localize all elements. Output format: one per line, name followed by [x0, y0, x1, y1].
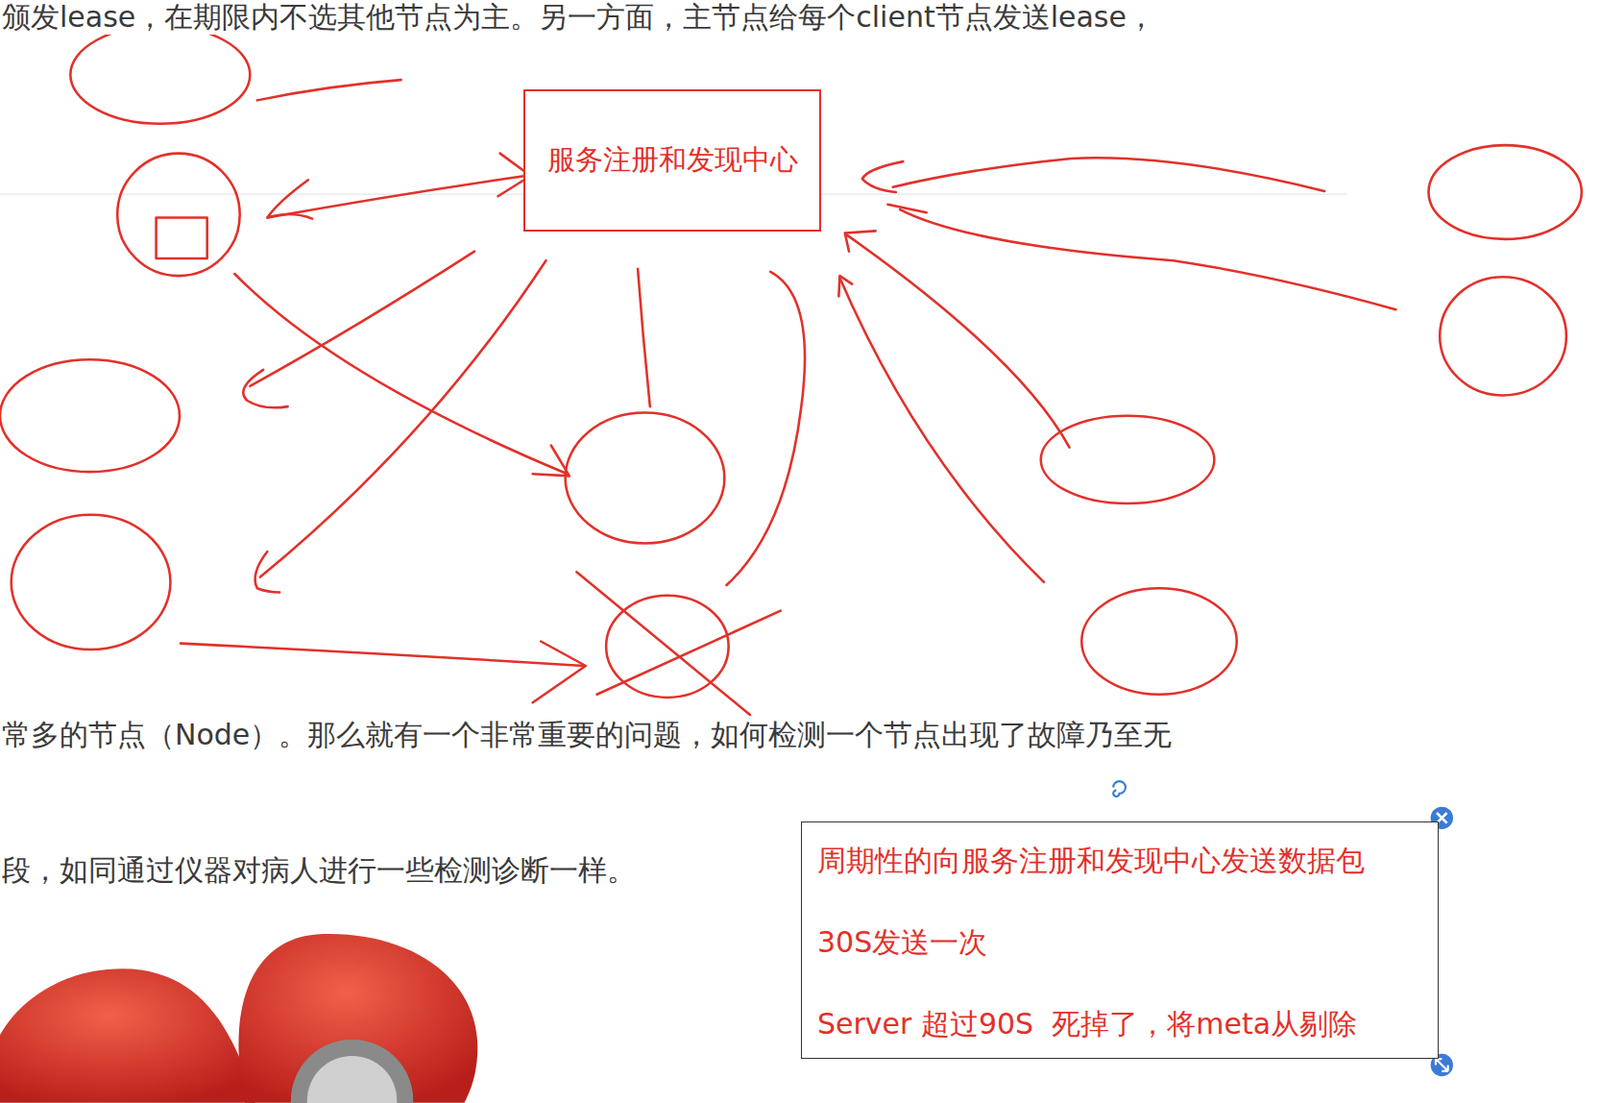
- note-box: 周期性的向服务注册和发现中心发送数据包 30S发送一次 Server 超过90S 死…: [800, 821, 1439, 1059]
- sketch-arrow: [899, 209, 1396, 310]
- sketch-line: [257, 79, 402, 100]
- sketch-arrow: [893, 157, 1325, 192]
- note-line: 30S发送一次: [817, 924, 988, 960]
- spiral-icon: [1113, 780, 1126, 797]
- small-square: [156, 218, 208, 260]
- node-ellipse: [11, 514, 171, 650]
- sketch-arrow: [249, 251, 475, 387]
- arrow-head: [266, 179, 313, 219]
- node-ellipse: [1439, 276, 1567, 395]
- sketch-arrow: [180, 643, 584, 666]
- arrow-head: [845, 230, 876, 251]
- node-ellipse: [1041, 415, 1215, 504]
- arrow-head: [255, 551, 281, 593]
- sketch-line: [727, 271, 806, 585]
- arrow-head: [533, 641, 586, 704]
- document-text: 颁发lease，在期限内不选其他节点为主。另一方面，主节点给每个client节点…: [1, 0, 1156, 35]
- arrow-head: [242, 369, 288, 408]
- box-title: 服务注册和发现中心: [547, 141, 799, 180]
- arrow-head: [887, 204, 926, 214]
- note-line: 周期性的向服务注册和发现中心发送数据包: [817, 843, 1365, 878]
- node-ellipse: [0, 359, 180, 472]
- arrow-head: [533, 445, 570, 477]
- stethoscope-disc: [307, 1055, 398, 1103]
- handle-icon: [1435, 1058, 1449, 1071]
- node-circle: [117, 153, 241, 277]
- document-text: 常多的节点（Node）。那么就有一个非常重要的问题，如何检测一个节点出现了故障乃…: [1, 717, 1172, 752]
- node-ellipse: [565, 412, 726, 544]
- registry-box: 服务注册和发现中心: [523, 89, 822, 232]
- sketch-arrow: [260, 260, 547, 577]
- node-ellipse: [1081, 587, 1237, 695]
- sketch-line: [637, 268, 651, 407]
- heart-lobe: [0, 968, 256, 1102]
- cross-mark: [576, 571, 751, 715]
- arrow-head: [838, 275, 852, 296]
- stethoscope-disc: [290, 1039, 414, 1103]
- sketch-arrow: [839, 277, 1044, 582]
- arrow-head: [862, 161, 904, 193]
- node-ellipse: [70, 25, 250, 124]
- heart-illustration: [0, 933, 478, 1103]
- node-ellipse: [1429, 145, 1582, 240]
- sketch-arrow: [847, 235, 1070, 448]
- document-text: 段，如同通过仪器对病人进行一些检测诊断一样。: [1, 852, 636, 888]
- cross-mark: [597, 610, 781, 695]
- note-line: Server 超过90S 死掉了，将meta从剔除: [817, 1006, 1358, 1042]
